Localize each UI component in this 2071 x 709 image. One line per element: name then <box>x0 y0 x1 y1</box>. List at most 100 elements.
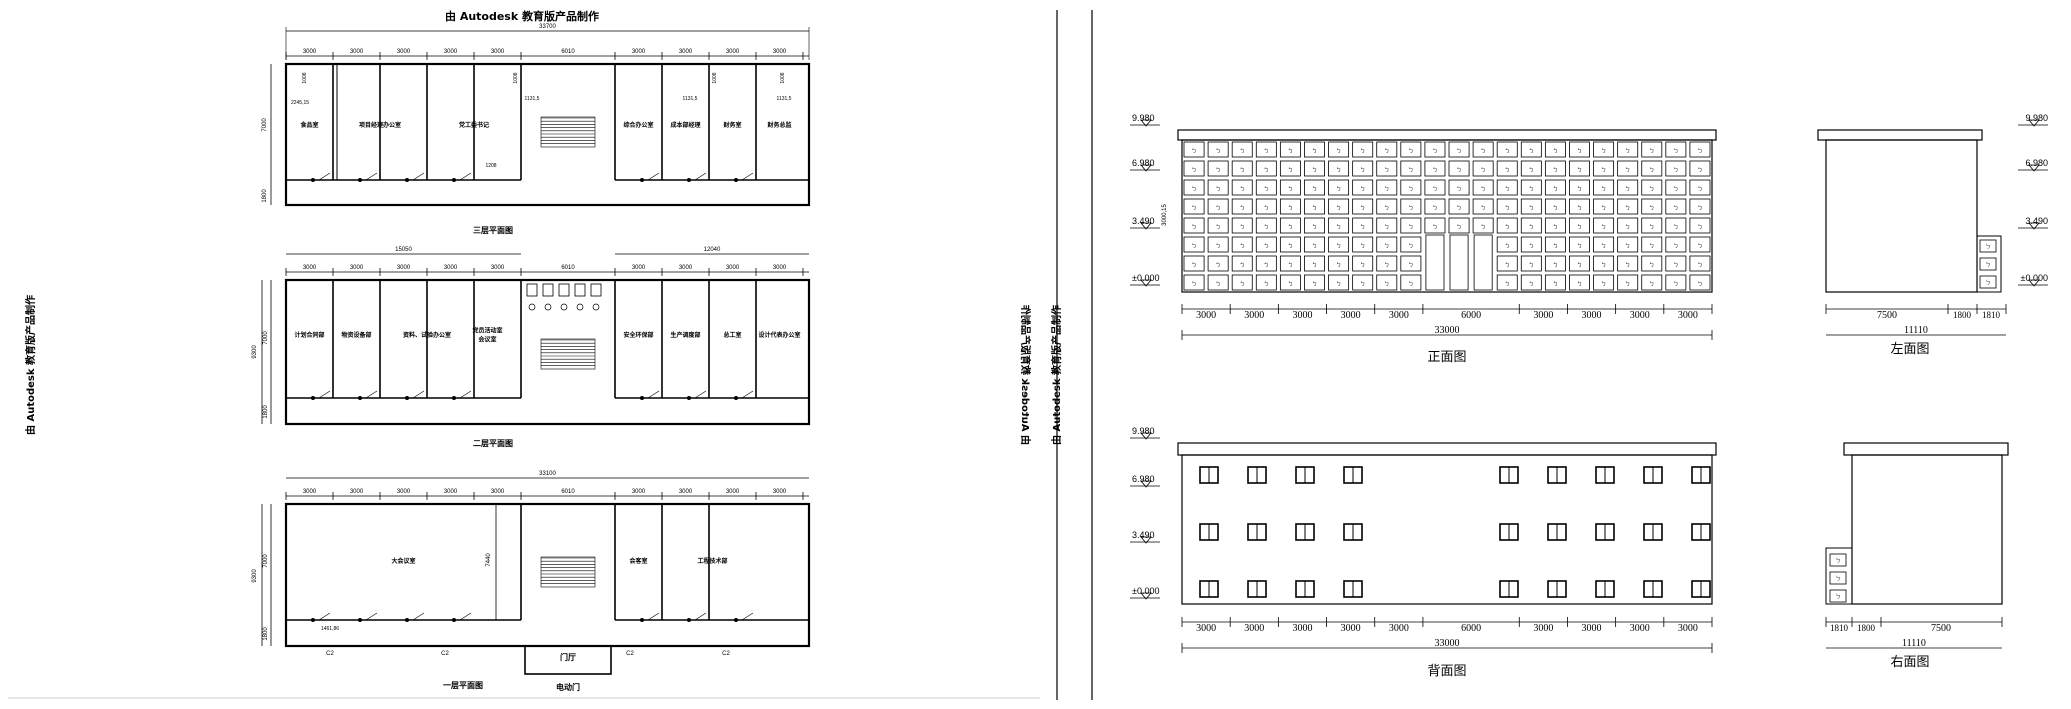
plan2-column-dot <box>358 396 362 400</box>
plan1-door-swing <box>459 612 472 621</box>
plan1-outer-wall <box>284 502 811 648</box>
right-stair-block <box>1825 547 1853 605</box>
plan3-note: 1008 <box>302 72 308 83</box>
front-window-glyph: ㄅ <box>1408 281 1413 288</box>
front-window <box>1183 274 1205 291</box>
front-window <box>1328 217 1350 234</box>
plan2-dim-label: 3000 <box>632 265 646 271</box>
front-window <box>1207 179 1229 196</box>
plan1-note: 1461,86 <box>321 626 339 632</box>
front-window-glyph: ㄅ <box>1577 224 1582 231</box>
plan3-outer-wall <box>284 62 811 207</box>
front-window <box>1689 160 1711 177</box>
front-window-glyph: ㄅ <box>1673 281 1678 288</box>
front-window-glyph: ㄅ <box>1288 224 1293 231</box>
front-window <box>1279 217 1301 234</box>
plan3-door-swing <box>412 172 425 181</box>
front-window <box>1496 236 1518 253</box>
plan1-window-tag: C2 <box>626 651 634 657</box>
front-window <box>1255 255 1277 272</box>
plan2-column-dot <box>734 396 738 400</box>
front-window-glyph: ㄅ <box>1601 205 1606 212</box>
plan3-dim-label: 3000 <box>303 49 317 55</box>
plan2-dim-label: 3000 <box>350 265 364 271</box>
front-window <box>1207 217 1229 234</box>
front-window <box>1424 141 1446 158</box>
front-level-label: ±0.000 <box>1132 273 1159 283</box>
front-window <box>1593 160 1615 177</box>
front-window-glyph: ㄅ <box>1457 186 1462 193</box>
plan1-door-swing <box>365 612 378 621</box>
front-window <box>1328 274 1350 291</box>
front-window-glyph: ㄅ <box>1240 224 1245 231</box>
front-window-glyph: ㄅ <box>1360 167 1365 174</box>
plan2-column-dot <box>452 396 456 400</box>
plan3-column-dot <box>358 178 362 182</box>
front-window-glyph: ㄅ <box>1384 262 1389 269</box>
front-window <box>1472 179 1494 196</box>
plan2-door-swing <box>741 390 754 399</box>
plan2-sink <box>576 303 584 311</box>
plan2-sink <box>528 303 536 311</box>
plan3-dim-label: 3000 <box>444 49 458 55</box>
front-window <box>1279 236 1301 253</box>
front-entrance-door <box>1473 234 1493 291</box>
left-level-triangle <box>2028 279 2040 287</box>
front-window <box>1472 160 1494 177</box>
watermark-left: 由 Autodesk 教育版产品制作 <box>24 295 37 435</box>
plan3-room-label: 成本部经理 <box>670 121 700 129</box>
front-window <box>1304 236 1325 253</box>
back-level-triangle <box>1140 480 1152 488</box>
plan3-total-dim: 33700 <box>539 24 556 30</box>
front-window-glyph: ㄅ <box>1505 205 1510 212</box>
front-window <box>1183 236 1205 253</box>
front-window-glyph: ㄅ <box>1529 186 1534 193</box>
plan3-depth-b: 1800 <box>262 189 268 203</box>
front-window-glyph: ㄅ <box>1529 262 1534 269</box>
right-window-glyph: ㄅ <box>1835 557 1840 564</box>
back-dim-label: 3000 <box>1678 623 1698 634</box>
front-window-glyph: ㄅ <box>1649 243 1654 250</box>
front-window-glyph: ㄅ <box>1625 148 1630 155</box>
back-parapet <box>1177 442 1717 456</box>
front-window <box>1352 160 1374 177</box>
front-total-label: 33000 <box>1435 325 1460 336</box>
front-window-glyph: ㄅ <box>1336 167 1341 174</box>
back-level-triangle <box>1140 432 1152 440</box>
front-window <box>1424 179 1446 196</box>
front-window-glyph: ㄅ <box>1216 205 1221 212</box>
plan2-door-swing <box>412 390 425 399</box>
plan3-note: 1131,5 <box>777 96 792 102</box>
front-window-glyph: ㄅ <box>1529 205 1534 212</box>
right-stair-window <box>1829 553 1847 567</box>
front-window <box>1689 217 1711 234</box>
front-level-triangle <box>1140 119 1152 127</box>
front-window <box>1352 255 1374 272</box>
front-window <box>1472 198 1494 215</box>
front-window <box>1279 255 1301 272</box>
plan1-total-dim: 33100 <box>539 471 556 477</box>
front-window <box>1520 274 1542 291</box>
left-window-glyph: ㄅ <box>1985 261 1990 268</box>
plan2-toilet-fixture <box>526 283 538 297</box>
left-stair-window <box>1979 275 1997 289</box>
front-window-glyph: ㄅ <box>1240 148 1245 155</box>
plan2-sink <box>544 303 552 311</box>
front-window <box>1569 217 1590 234</box>
front-window-glyph: ㄅ <box>1312 281 1317 288</box>
left-level-label: 3.490 <box>2025 216 2048 226</box>
plan1-dim-label: 3000 <box>303 489 317 495</box>
front-level-triangle <box>1140 279 1152 287</box>
back-total-label: 33000 <box>1435 638 1460 649</box>
back-dim-label: 3000 <box>1533 623 1553 634</box>
plan3-note: 1008 <box>780 72 786 83</box>
front-window <box>1569 141 1590 158</box>
front-window-glyph: ㄅ <box>1336 148 1341 155</box>
plan1-title: 一层平面图 <box>443 681 483 690</box>
plan1-entry-note: 电动门 <box>556 682 580 692</box>
front-window <box>1304 274 1325 291</box>
front-window <box>1352 236 1374 253</box>
front-window-glyph: ㄅ <box>1577 262 1582 269</box>
plan3-dim-label: 3000 <box>679 49 693 55</box>
plan3-note: 1008 <box>712 72 718 83</box>
